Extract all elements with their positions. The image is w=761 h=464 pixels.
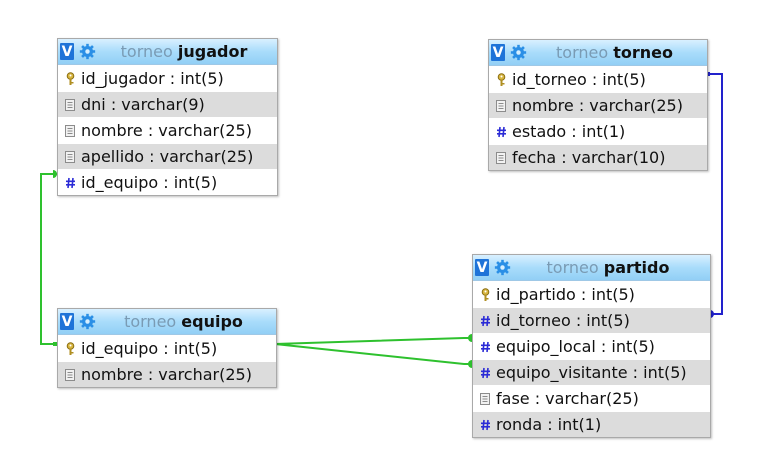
numeric-field-icon	[64, 175, 76, 191]
relation-jugador-equipo[interactable]	[40, 173, 57, 345]
table-header[interactable]: V torneo equipo	[58, 309, 276, 335]
relation-endpoint	[710, 310, 714, 318]
column-row[interactable]: id_equipo : int(5)	[58, 169, 277, 195]
column-row[interactable]: fecha : varchar(10)	[489, 144, 707, 170]
numeric-field-icon	[479, 339, 491, 355]
text-field-icon	[64, 367, 76, 383]
column-row[interactable]: fase : varchar(25)	[473, 385, 710, 411]
toggle-columns-button[interactable]: V	[491, 44, 505, 61]
column-label: apellido : varchar(25)	[81, 147, 254, 166]
table-header[interactable]: V torneo jugador	[58, 39, 277, 65]
column-row[interactable]: id_torneo : int(5)	[489, 66, 707, 92]
column-label: fase : varchar(25)	[496, 389, 639, 408]
table-equipo[interactable]: V torneo equipo id_equipo : int(5) nombr…	[57, 308, 277, 388]
numeric-field-icon	[479, 417, 491, 433]
column-row[interactable]: id_equipo : int(5)	[58, 335, 276, 361]
text-field-icon	[495, 150, 507, 166]
column-label: fecha : varchar(10)	[512, 148, 666, 167]
key-icon	[495, 72, 507, 88]
column-label: id_equipo : int(5)	[81, 173, 218, 192]
text-field-icon	[495, 98, 507, 114]
relation-endpoint	[53, 342, 57, 346]
column-label: id_partido : int(5)	[496, 285, 635, 304]
column-row[interactable]: nombre : varchar(25)	[58, 361, 276, 387]
table-name: torneo	[613, 43, 673, 62]
database-name: torneo	[546, 258, 599, 277]
text-field-icon	[64, 149, 76, 165]
relation-endpoint	[53, 170, 57, 178]
relation-equipo-visitante[interactable]	[274, 343, 470, 365]
column-label: estado : int(1)	[512, 122, 626, 141]
text-field-icon	[479, 391, 491, 407]
table-title: torneo partido	[512, 258, 710, 277]
gear-icon[interactable]	[78, 312, 97, 331]
text-field-icon	[64, 123, 76, 139]
database-name: torneo	[120, 42, 173, 61]
relation-endpoint	[706, 72, 710, 76]
column-row[interactable]: dni : varchar(9)	[58, 91, 277, 117]
gear-icon[interactable]	[509, 43, 528, 62]
column-row[interactable]: nombre : varchar(25)	[489, 92, 707, 118]
column-label: ronda : int(1)	[496, 415, 602, 434]
table-header[interactable]: V torneo partido	[473, 255, 710, 281]
column-label: dni : varchar(9)	[81, 95, 205, 114]
toggle-columns-button[interactable]: V	[60, 43, 74, 60]
column-label: id_equipo : int(5)	[81, 339, 218, 358]
column-row[interactable]: id_partido : int(5)	[473, 281, 710, 307]
numeric-field-icon	[495, 124, 507, 140]
table-name: partido	[603, 258, 670, 277]
relation-endpoint	[468, 360, 472, 368]
column-row[interactable]: equipo_visitante : int(5)	[473, 359, 710, 385]
toggle-columns-button[interactable]: V	[475, 259, 489, 276]
table-title: torneo equipo	[97, 312, 276, 331]
column-row[interactable]: ronda : int(1)	[473, 411, 710, 437]
key-icon	[479, 287, 491, 303]
table-title: torneo torneo	[528, 43, 707, 62]
relation-endpoint	[468, 334, 472, 342]
relation-equipo-local[interactable]	[274, 337, 470, 345]
column-label: id_jugador : int(5)	[81, 69, 224, 88]
table-torneo[interactable]: V torneo torneo id_torneo : int(5) nombr…	[488, 39, 708, 171]
text-field-icon	[64, 97, 76, 113]
table-header[interactable]: V torneo torneo	[489, 40, 707, 66]
column-label: equipo_local : int(5)	[496, 337, 655, 356]
gear-icon[interactable]	[78, 42, 97, 61]
column-label: id_torneo : int(5)	[512, 70, 646, 89]
database-name: torneo	[556, 43, 609, 62]
key-icon	[64, 71, 76, 87]
column-row[interactable]: equipo_local : int(5)	[473, 333, 710, 359]
table-name: jugador	[177, 42, 248, 61]
database-name: torneo	[124, 312, 177, 331]
column-row[interactable]: estado : int(1)	[489, 118, 707, 144]
column-label: equipo_visitante : int(5)	[496, 363, 687, 382]
toggle-columns-button[interactable]: V	[60, 313, 74, 330]
key-icon	[64, 341, 76, 357]
relation-torneo-partido[interactable]	[706, 73, 723, 315]
column-label: nombre : varchar(25)	[81, 365, 252, 384]
column-row[interactable]: id_jugador : int(5)	[58, 65, 277, 91]
table-partido[interactable]: V torneo partido id_partido : int(5) id_…	[472, 254, 711, 438]
table-name: equipo	[181, 312, 243, 331]
column-row[interactable]: id_torneo : int(5)	[473, 307, 710, 333]
gear-icon[interactable]	[493, 258, 512, 277]
column-row[interactable]: nombre : varchar(25)	[58, 117, 277, 143]
table-jugador[interactable]: V torneo jugador id_jugador : int(5) dni…	[57, 38, 278, 196]
column-label: nombre : varchar(25)	[81, 121, 252, 140]
numeric-field-icon	[479, 365, 491, 381]
column-label: id_torneo : int(5)	[496, 311, 630, 330]
table-title: torneo jugador	[97, 42, 277, 61]
column-row[interactable]: apellido : varchar(25)	[58, 143, 277, 169]
column-label: nombre : varchar(25)	[512, 96, 683, 115]
numeric-field-icon	[479, 313, 491, 329]
